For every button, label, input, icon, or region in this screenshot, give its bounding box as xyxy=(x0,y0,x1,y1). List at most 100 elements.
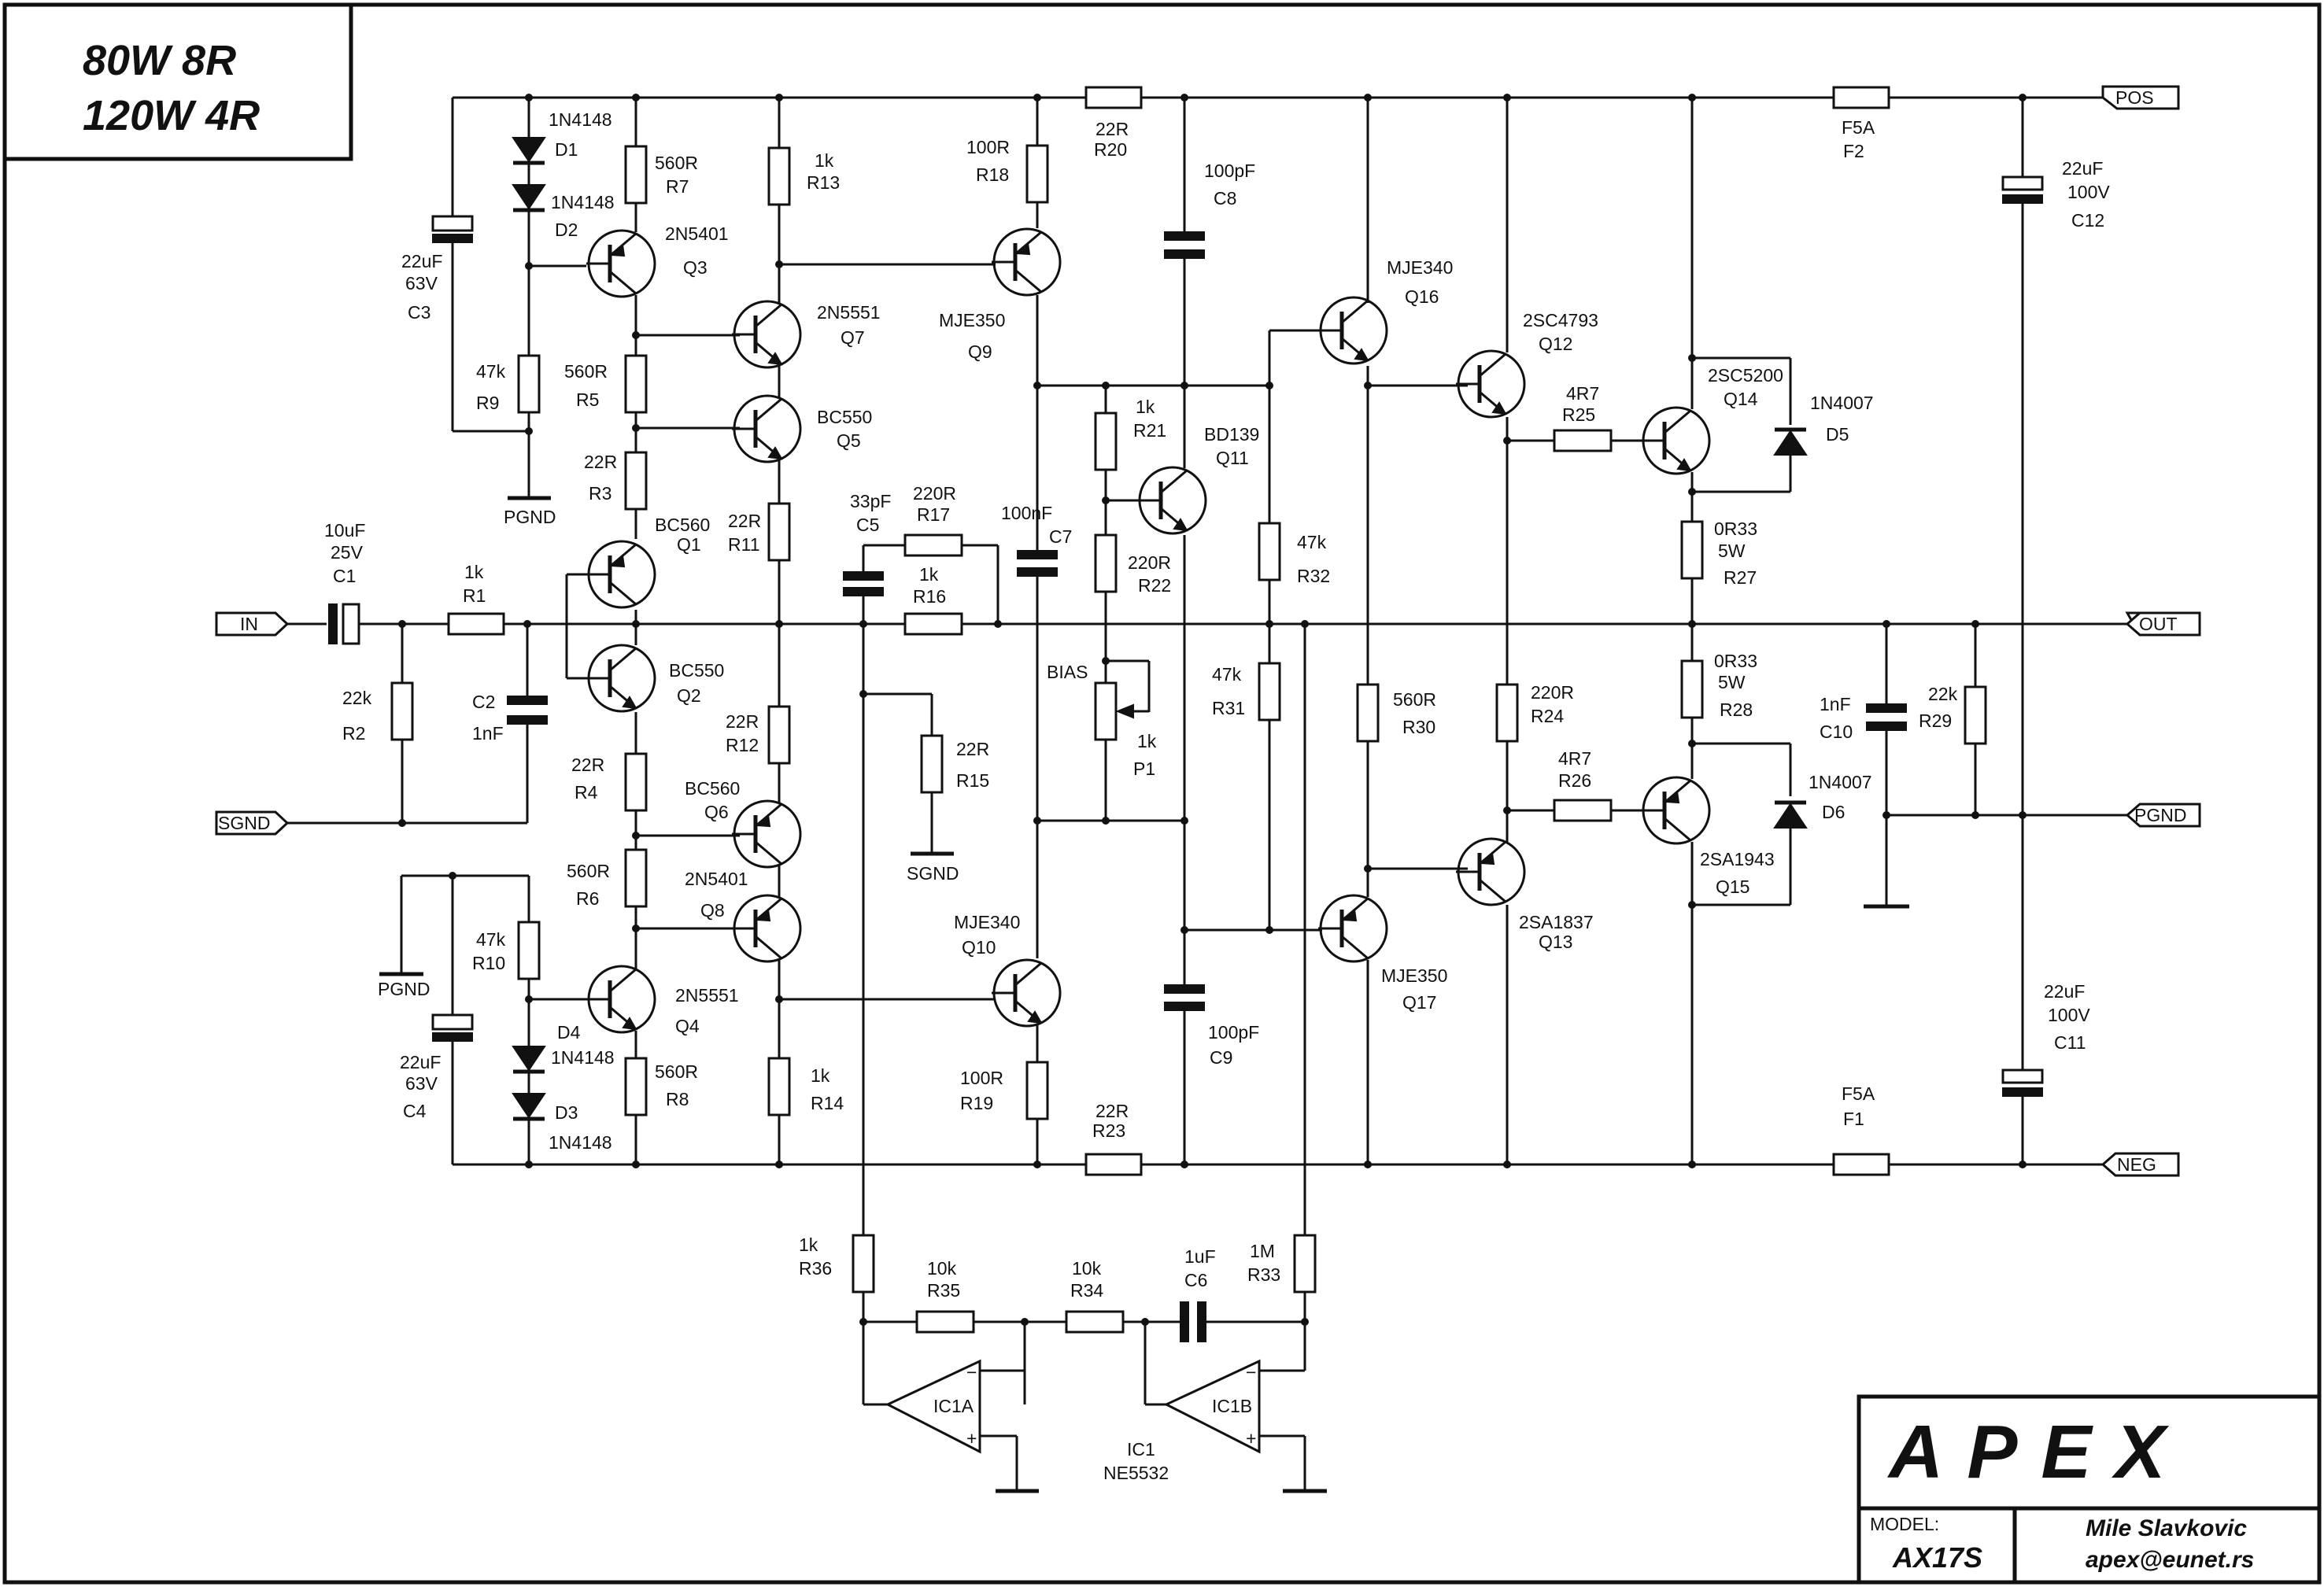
d6-part: 1N4007 xyxy=(1809,772,1872,792)
q13-ref: Q13 xyxy=(1539,932,1572,952)
r32-value: 47k xyxy=(1297,532,1327,552)
r3-ref: R3 xyxy=(589,483,611,504)
q15-part: 2SA1943 xyxy=(1700,849,1775,869)
c6-ref: C6 xyxy=(1184,1270,1207,1290)
input-stage: 560R R7 560R R5 22R R3 22R R4 560R R6 56… xyxy=(378,94,996,1168)
r23-value: 22R xyxy=(1095,1101,1129,1121)
r29-value: 22k xyxy=(1928,684,1958,704)
resistor-r35 xyxy=(915,1310,975,1334)
q5-part: BC550 xyxy=(817,407,872,427)
q3-ref: Q3 xyxy=(683,257,708,278)
r30-ref: R30 xyxy=(1402,717,1435,737)
ic1b-plus: + xyxy=(1246,1428,1256,1449)
r14-ref: R14 xyxy=(811,1093,844,1113)
r30-value: 560R xyxy=(1393,689,1436,710)
terminal-pgnd-label: PGND xyxy=(2134,805,2186,825)
terminal-neg[interactable] xyxy=(2100,1152,2180,1177)
r9-value: 47k xyxy=(476,361,506,382)
r31-value: 47k xyxy=(1212,664,1242,685)
transistors: BC560Q1BC550Q22N5401Q32N5551Q4BC550Q5BC5… xyxy=(586,223,1783,1036)
c9-ref: C9 xyxy=(1210,1047,1232,1068)
terminal-pos[interactable] xyxy=(2101,85,2180,110)
pot-label: BIAS xyxy=(1047,662,1088,682)
r8-value: 560R xyxy=(655,1061,698,1082)
r26-value: 4R7 xyxy=(1558,748,1591,769)
ic1-ref: IC1 xyxy=(1127,1439,1155,1460)
d4-ref: D4 xyxy=(557,1022,581,1043)
ic1a-plus: + xyxy=(966,1428,977,1449)
q16-part: MJE340 xyxy=(1387,257,1453,278)
d1-ref: D1 xyxy=(555,139,578,160)
q7-part: 2N5551 xyxy=(817,302,881,323)
r2-value: 22k xyxy=(342,688,372,708)
r32-ref: R32 xyxy=(1297,566,1330,586)
r23-ref: R23 xyxy=(1092,1120,1125,1141)
c4-voltage: 63V xyxy=(405,1073,438,1094)
resistor-r26 xyxy=(1553,799,1613,822)
d5-ref: D5 xyxy=(1826,424,1849,445)
r16-value: 1k xyxy=(919,564,939,585)
c10-ref: C10 xyxy=(1820,722,1853,742)
resistor-r4 xyxy=(624,752,648,812)
q6-ref: Q6 xyxy=(704,802,729,822)
r17-value: 220R xyxy=(913,483,956,504)
ic1-part: NE5532 xyxy=(1103,1463,1169,1483)
q6-part: BC560 xyxy=(685,778,740,799)
c8-ref: C8 xyxy=(1214,188,1236,209)
c11-voltage: 100V xyxy=(2048,1005,2090,1025)
q11-ref: Q11 xyxy=(1216,448,1249,468)
q2-ref: Q2 xyxy=(677,685,701,706)
resistor-r12 xyxy=(767,705,791,765)
c6-value: 1uF xyxy=(1184,1246,1216,1267)
r9-ref: R9 xyxy=(476,393,499,413)
r16-ref: R16 xyxy=(913,586,946,607)
author: Mile Slavkovic xyxy=(2086,1515,2247,1541)
d2-ref: D2 xyxy=(555,220,578,240)
r19-value: 100R xyxy=(960,1068,1003,1088)
resistor-r30 xyxy=(1356,683,1380,743)
terminal-pgnd[interactable] xyxy=(2125,803,2201,828)
r7-value: 560R xyxy=(655,153,698,173)
resistor-r24 xyxy=(1495,683,1519,743)
r20-ref: R20 xyxy=(1094,139,1127,160)
r35-value: 10k xyxy=(927,1258,957,1279)
resistor-r2 xyxy=(390,681,414,741)
terminal-in[interactable] xyxy=(215,611,290,637)
q9-part: MJE350 xyxy=(939,310,1005,330)
c2-value: 1nF xyxy=(472,723,504,744)
q8-ref: Q8 xyxy=(700,900,725,921)
r1-value: 1k xyxy=(464,562,484,582)
c5-value: 33pF xyxy=(850,491,891,511)
r24-value: 220R xyxy=(1531,682,1574,703)
c9-value: 100pF xyxy=(1208,1022,1259,1043)
rails xyxy=(453,96,2127,1166)
resistor-r11 xyxy=(767,502,791,562)
q17-part: MJE350 xyxy=(1381,965,1447,986)
pot-p1[interactable] xyxy=(1094,681,1118,741)
p1-ref: P1 xyxy=(1133,758,1155,779)
r21-value: 1k xyxy=(1136,397,1155,417)
terminal-sgnd[interactable] xyxy=(215,810,290,836)
r31-ref: R31 xyxy=(1212,698,1245,718)
resistor-r28 xyxy=(1680,659,1704,719)
resistor-r9 xyxy=(517,354,541,414)
resistor-r20 xyxy=(1084,86,1143,109)
r21-ref: R21 xyxy=(1133,420,1166,441)
resistor-r16 xyxy=(903,612,963,636)
r5-ref: R5 xyxy=(576,389,599,410)
d4-part: 1N4148 xyxy=(551,1047,615,1068)
resistor-r14 xyxy=(767,1057,791,1116)
d5-part: 1N4007 xyxy=(1810,393,1874,413)
apex-logo: APEX xyxy=(1887,1410,2189,1494)
r25-ref: R25 xyxy=(1562,404,1595,425)
q12-part: 2SC4793 xyxy=(1523,310,1598,330)
r11-value: 22R xyxy=(728,511,761,531)
ic1a-label: IC1A xyxy=(933,1396,974,1416)
c12-ref: C12 xyxy=(2071,210,2104,231)
